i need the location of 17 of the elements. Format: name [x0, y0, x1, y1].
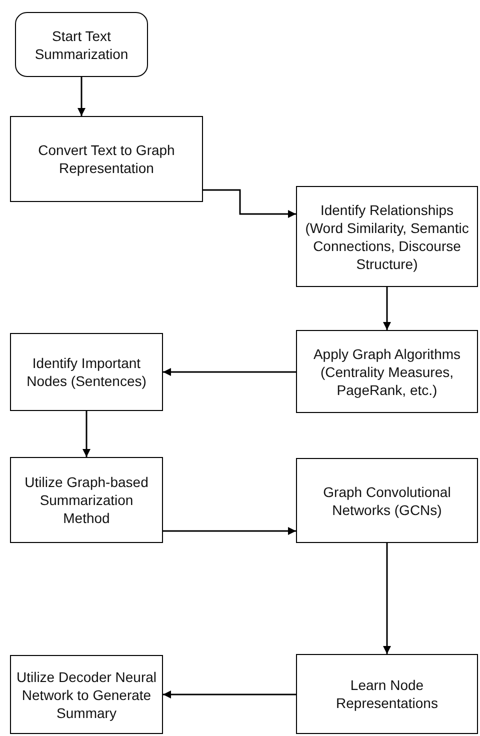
arrow [163, 368, 296, 376]
arrow [383, 287, 391, 330]
arrow [383, 543, 391, 654]
process-box: Graph Convolutional Networks (GCNs) [296, 458, 478, 543]
start-terminal: Start Text Summarization [15, 12, 148, 77]
process-box: Identify Relationships (Word Similarity, Semantic Connections, Discourse Structure) [296, 186, 478, 287]
arrow [163, 527, 296, 535]
process-box: Utilize Decoder Neural Network to Generate Summary [10, 655, 163, 734]
process-box: Utilize Graph-based Summarization Method [10, 457, 163, 543]
process-box: Convert Text to Graph Representation [10, 116, 203, 202]
arrow [82, 411, 90, 457]
process-box: Identify Important Nodes (Sentences) [10, 333, 163, 411]
arrow [203, 189, 296, 218]
process-box: Apply Graph Algorithms (Centrality Measures, PageRank, etc.) [296, 330, 478, 413]
process-box: Learn Node Representations [296, 654, 478, 734]
arrow [163, 690, 296, 698]
arrow [78, 77, 86, 116]
